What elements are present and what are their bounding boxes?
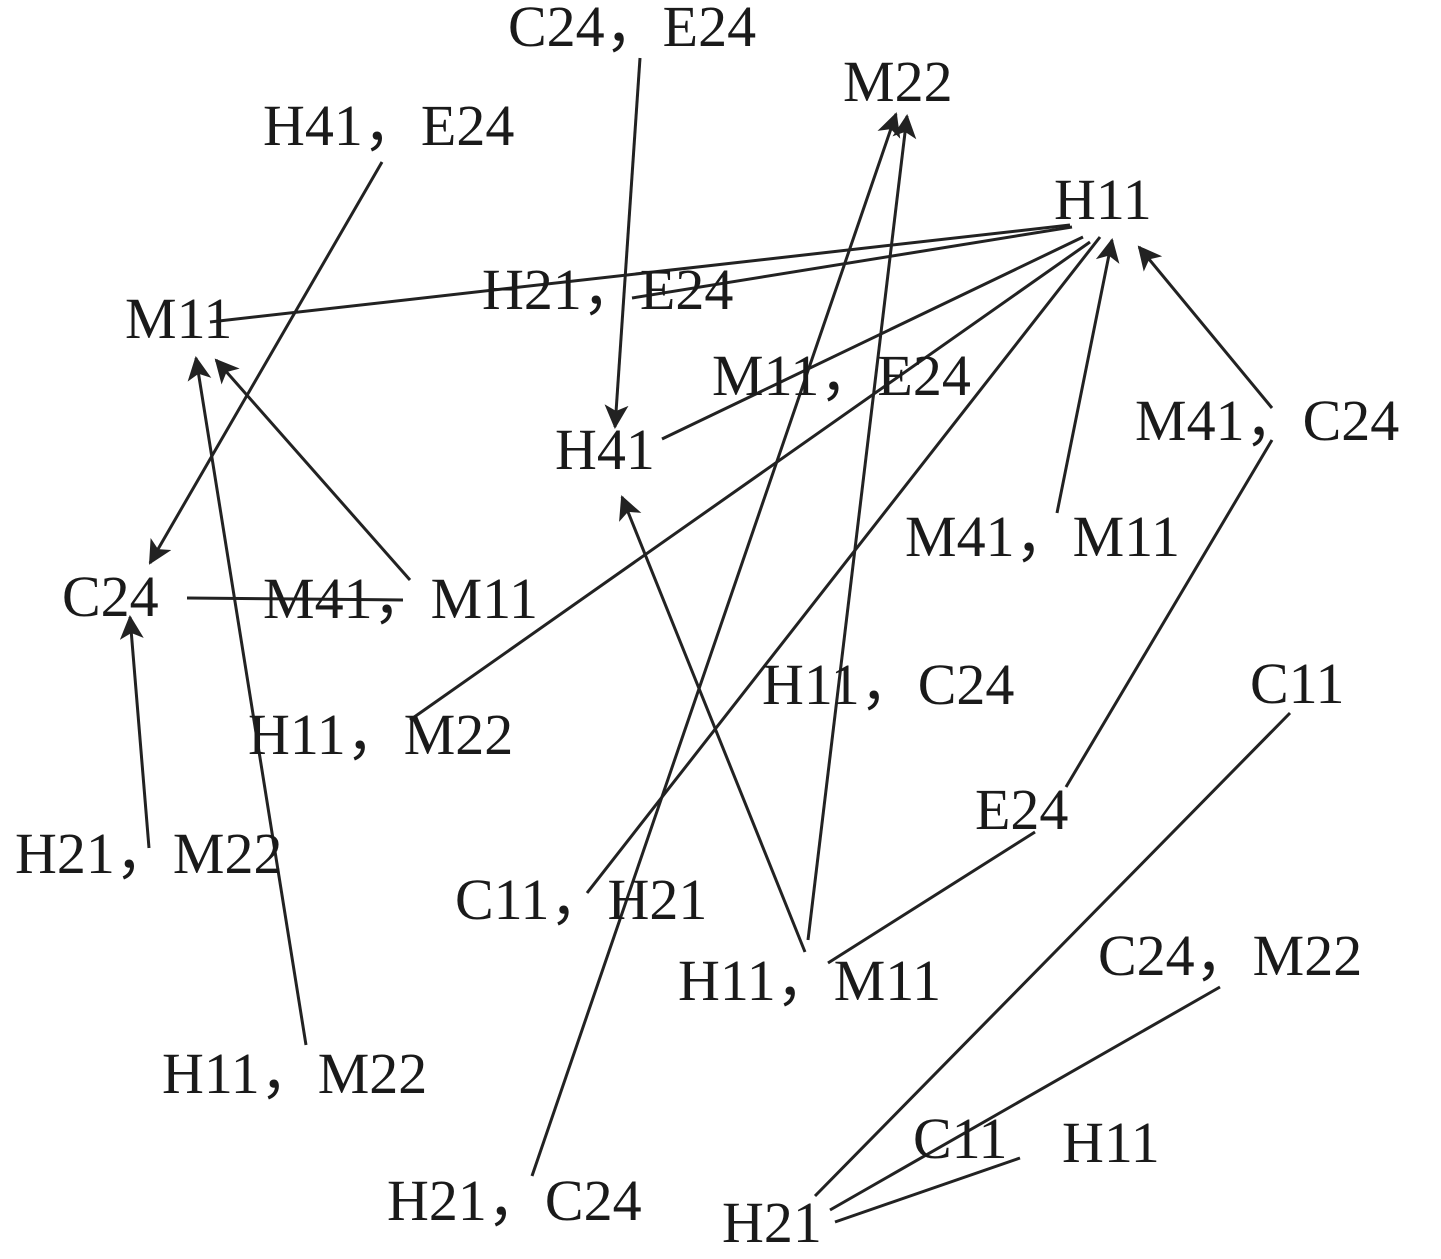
node-label-c11-h21: C11，H21: [455, 867, 707, 932]
node-label-c11: C11: [1250, 651, 1345, 716]
edge-c24-to-m41_m11_left: [186, 596, 404, 602]
node-label-h21-c24: H21，C24: [387, 1168, 642, 1233]
node-label-h11-m22-mid: H11，M22: [248, 702, 513, 767]
node-label-m22: M22: [843, 49, 953, 114]
edge-e24-to-h11_m11: [827, 830, 1036, 965]
node-label-c24-e24-top: C24，E24: [508, 0, 756, 59]
node-label-e24: E24: [975, 777, 1068, 842]
edge-h11-to-m11: [209, 223, 1071, 324]
arrow-h41_e24-to-c24: [148, 161, 384, 565]
arrow-m41_m11_right-to-h11: [1055, 238, 1120, 514]
node-label-m41-c24: M41，C24: [1135, 388, 1399, 453]
edge-c24_m22-to-h21: [829, 985, 1221, 1212]
node-label-c11-bottom: C11: [913, 1106, 1008, 1171]
node-label-h11-c24: H11，C24: [762, 652, 1014, 717]
edge-h11-to-h11_m22_mid: [409, 240, 1091, 722]
node-label-m11: M11: [125, 286, 232, 351]
node-label-h11-m22-bottom: H11，M22: [162, 1041, 427, 1106]
edge-h11-to-h21_e24: [631, 225, 1073, 300]
node-label-m41-m11-left: M41，M11: [263, 566, 538, 631]
edge-c11-to-h21: [813, 711, 1292, 1198]
node-label-h21-e24: H21，E24: [482, 257, 733, 322]
node-label-h21-m22: H21，M22: [15, 821, 282, 886]
arrow-h21_m22-to-c24: [119, 615, 151, 849]
node-label-m41-m11-right: M41，M11: [905, 504, 1180, 569]
arrow-h11_m11-to-h41: [619, 495, 807, 953]
arrow-c24_e24_top-to-h41: [604, 57, 642, 429]
edges-layer: [119, 57, 1292, 1224]
node-label-h41: H41: [555, 417, 655, 482]
arrow-h11_m11-to-m22: [806, 114, 917, 941]
node-label-c24: C24: [62, 564, 159, 629]
edge-h11-to-c11_h21: [585, 236, 1102, 894]
arrow-h21_c24-to-m22: [530, 112, 901, 1177]
node-label-m11-e24: M11，E24: [712, 343, 971, 408]
node-label-h11-bottom: H11: [1062, 1110, 1160, 1175]
labels-layer: C24，E24M22H41，E24H11H21，E24M11M11，E24M41…: [15, 0, 1399, 1255]
node-label-h11-m11: H11，M11: [678, 948, 941, 1013]
arrow-m41_m11_left-to-m11: [214, 358, 412, 581]
arrow-h11_m22_bottom-to-m11: [187, 356, 308, 1046]
edge-h11-to-h41: [661, 235, 1084, 441]
arrow-m41_c24-to-h11: [1137, 245, 1274, 409]
node-label-c24-m22: C24，M22: [1098, 923, 1362, 988]
edge-m41_c24-to-e24: [1064, 439, 1274, 788]
node-label-h11: H11: [1054, 167, 1152, 232]
node-label-h41-e24: H41，E24: [263, 93, 514, 158]
edge-h21-to-c11_bottom: [834, 1156, 1021, 1224]
node-label-h21: H21: [722, 1190, 822, 1255]
